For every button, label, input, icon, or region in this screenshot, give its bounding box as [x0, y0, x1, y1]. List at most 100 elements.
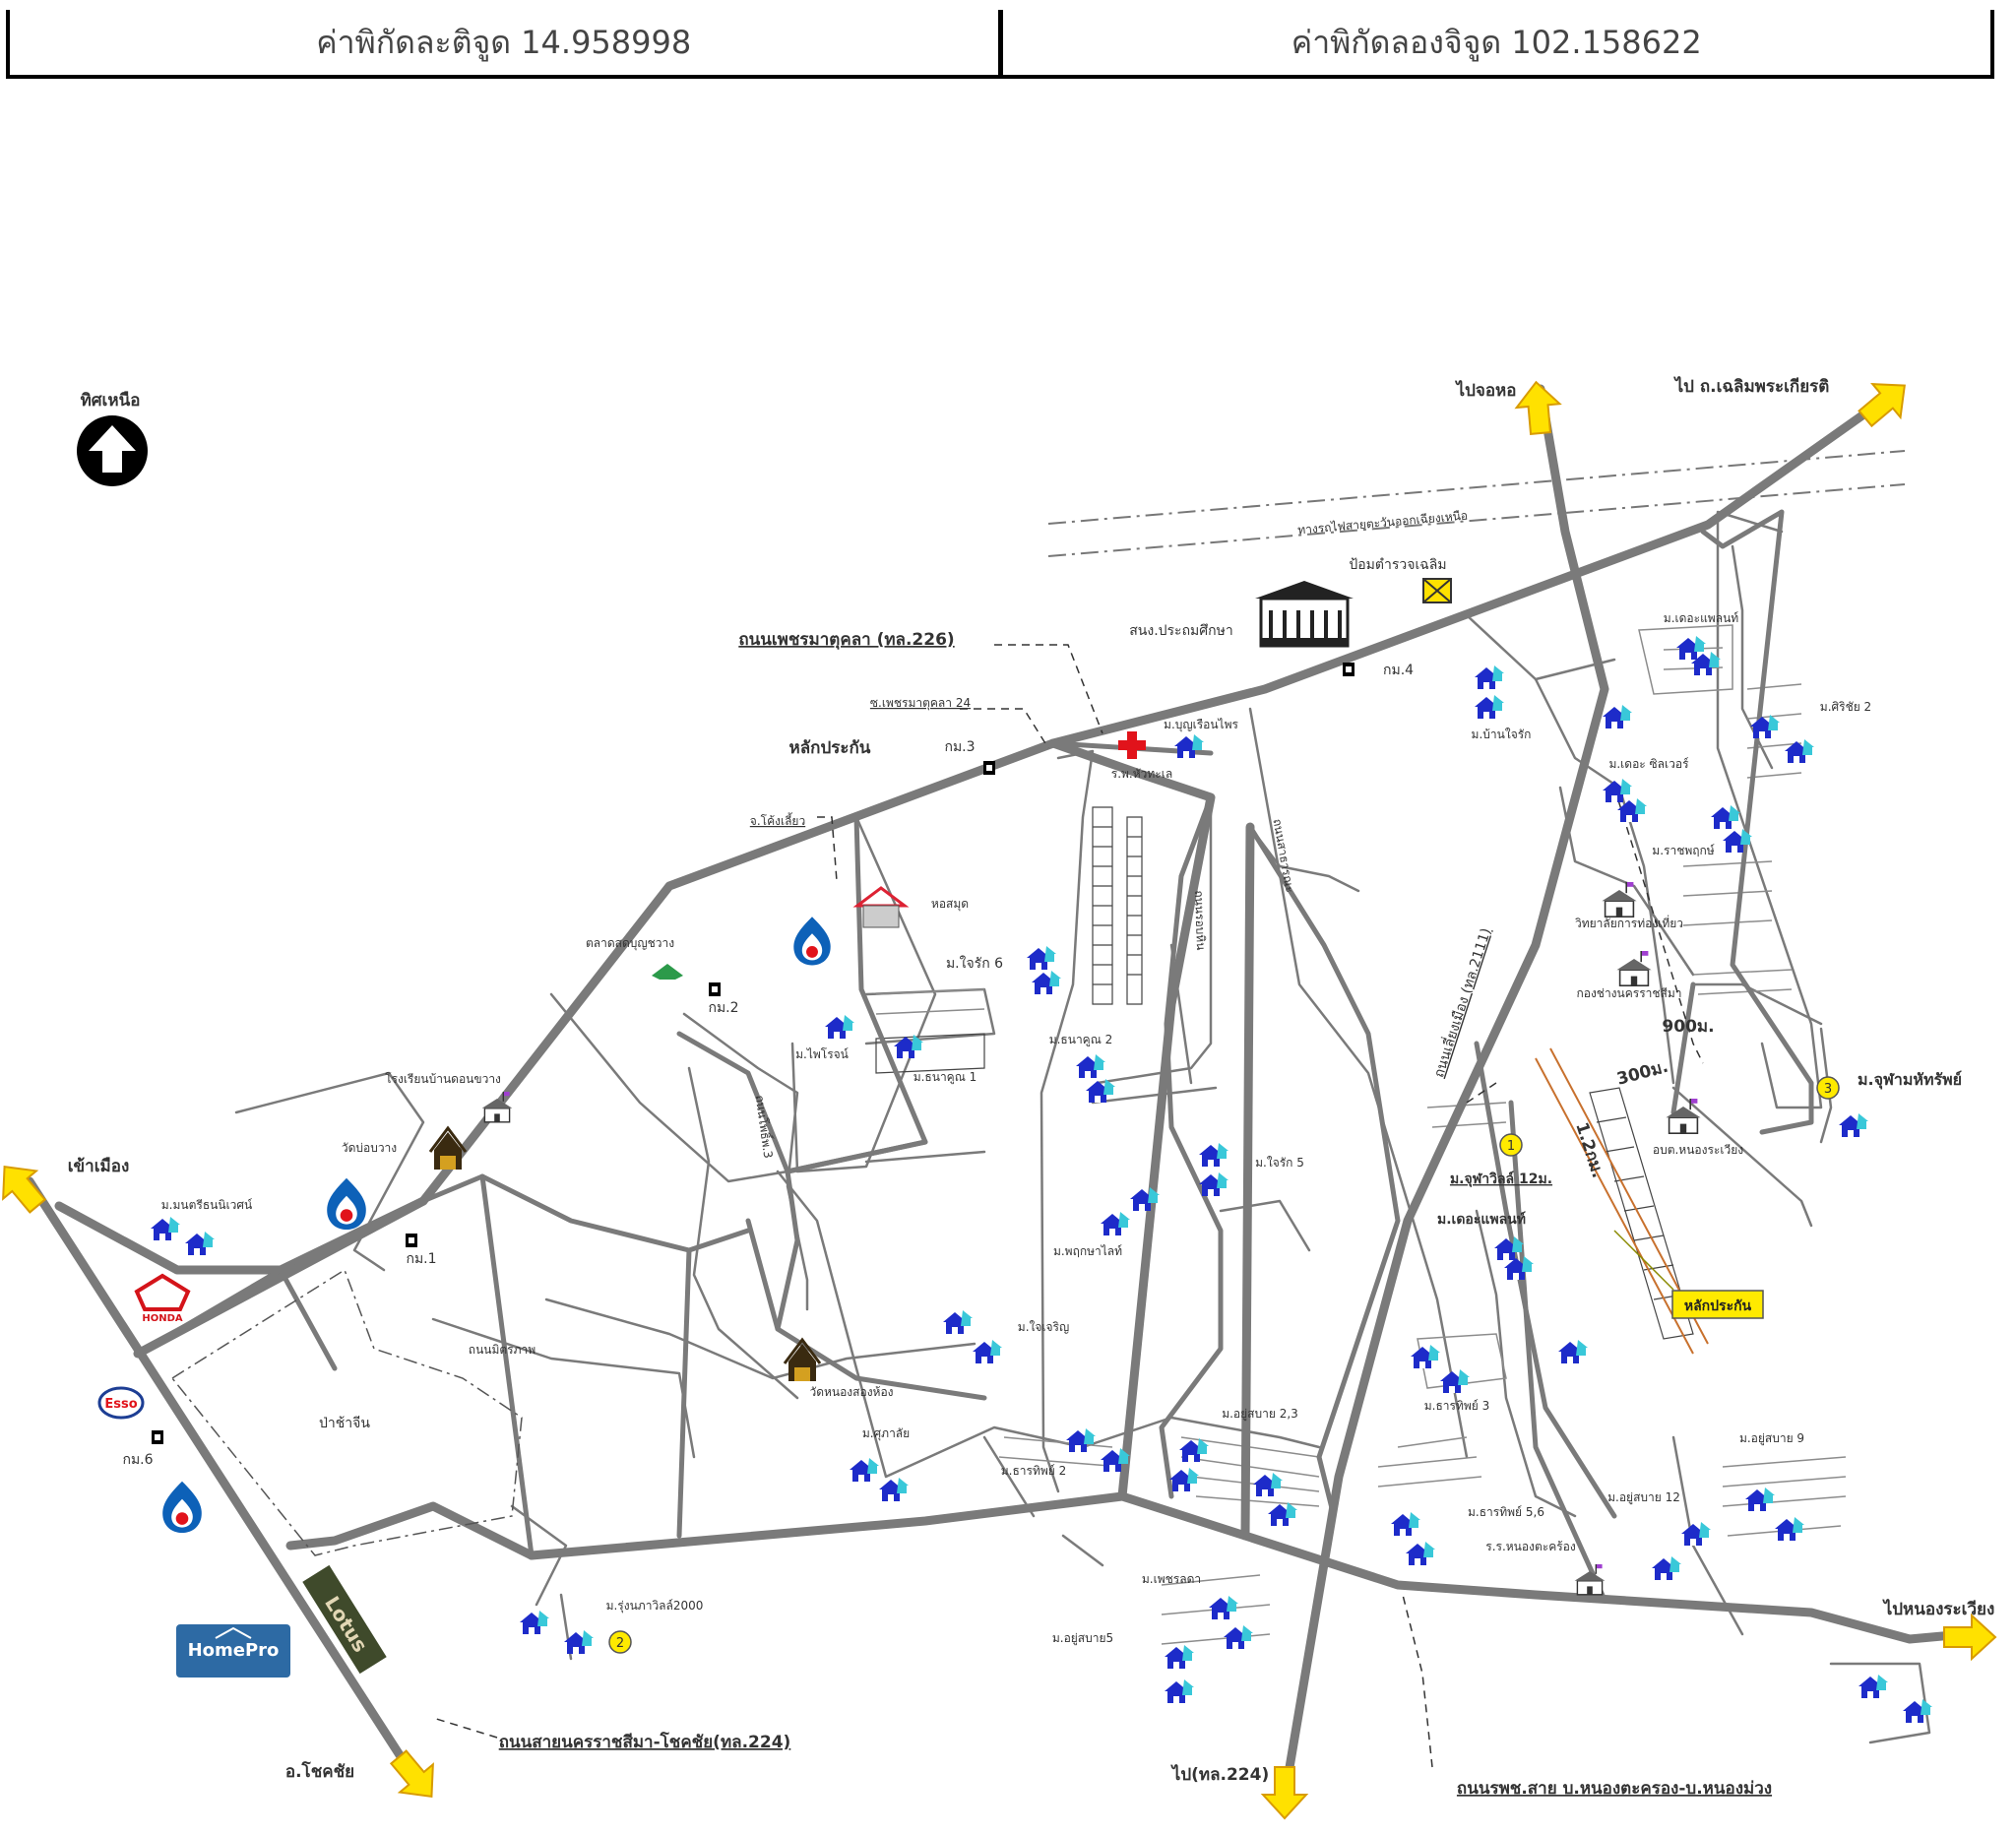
- school-office-icon: [1255, 581, 1354, 648]
- market-icon: [652, 964, 683, 980]
- police-box-label: ป้อมตำรวจเฉลิม: [1349, 557, 1446, 573]
- school-office-label: สนง.ประถมศึกษา: [1129, 623, 1233, 639]
- road-mittraphap-label: ถนนมิตรภาพ: [469, 1343, 536, 1357]
- svg-text:ม.จุฬาวิลล์ 12ม.: ม.จุฬาวิลล์ 12ม.: [1450, 1171, 1552, 1187]
- library-icon: [852, 886, 910, 928]
- project-pointer: [1613, 1230, 1674, 1291]
- latitude-label: ค่าพิกัดละติจูด 14.958998: [316, 23, 692, 61]
- svg-text:ม.เดอะแพลนท์: ม.เดอะแพลนท์: [1437, 1211, 1526, 1228]
- arrow-to-nong-rawiang-icon: [1943, 1614, 1996, 1660]
- honda-logo: HONDA: [134, 1273, 191, 1324]
- svg-text:ม.มนตรีธนนิเวศน์: ม.มนตรีธนนิเวศน์: [161, 1198, 253, 1212]
- to-chokchai-label: อ.โชคชัย: [285, 1761, 354, 1782]
- engineering-office-label: กองช่างนครราชสีมา: [1576, 986, 1681, 1000]
- project-marker: หลักประกัน: [1671, 1290, 1764, 1319]
- longitude-label: ค่าพิกัดลองจิจูด 102.158622: [997, 10, 1991, 75]
- market-label: ตลาดสดบุญชวาง: [586, 936, 674, 951]
- police-box-icon: [1422, 578, 1452, 603]
- svg-text:ม.ศิริชัย 2: ม.ศิริชัย 2: [1820, 700, 1871, 714]
- km4-post-icon: [1343, 663, 1354, 676]
- arrow-to-224-icon: [1262, 1766, 1307, 1819]
- arrow-to-chaloem-icon: [1850, 367, 1920, 436]
- svg-text:ม.ศุภาลัย: ม.ศุภาลัย: [862, 1426, 910, 1441]
- arrow-to-jok-hot-icon: [1513, 379, 1563, 436]
- temple-2-label: วัดบ่อบวาง: [342, 1141, 397, 1155]
- side-road-1-label: ถนนรอบหิน: [1192, 890, 1208, 951]
- north-label: ทิศเหนือ: [81, 390, 141, 411]
- km4-label: กม.4: [1383, 663, 1414, 678]
- svg-text:HomePro: HomePro: [188, 1640, 280, 1661]
- distance-900-label: 900ม.: [1662, 1017, 1714, 1037]
- marker-2-label: 2: [616, 1636, 624, 1651]
- marker-3-label: 3: [1824, 1082, 1832, 1097]
- callout-lines: [432, 644, 1704, 1768]
- svg-text:ม.ธนาคูณ 2: ม.ธนาคูณ 2: [1049, 1033, 1113, 1047]
- svg-text:ม.เพชรลดา: ม.เพชรลดา: [1142, 1572, 1201, 1586]
- library-label: หอสมุด: [931, 897, 969, 912]
- school-2-icon: [1665, 1098, 1702, 1134]
- svg-text:หลักประกัน: หลักประกัน: [1684, 1298, 1752, 1314]
- svg-text:ม.ไพโรจน์: ม.ไพโรจน์: [795, 1047, 849, 1061]
- forest-boundary: [170, 1268, 523, 1556]
- road-soi-24-label: ซ.เพชรมาตุคลา 24: [870, 696, 971, 711]
- svg-text:ม.ธารทิพย์ 5,6: ม.ธารทิพย์ 5,6: [1468, 1505, 1544, 1519]
- to-224-label: ไป(ทล.224): [1170, 1764, 1269, 1785]
- svg-text:ม.เดอะ ซิลเวอร์: ม.เดอะ ซิลเวอร์: [1608, 757, 1689, 771]
- engineering-office-icon: [1615, 950, 1653, 987]
- km2-post-icon: [709, 982, 721, 996]
- homepro-logo: HomePro: [176, 1624, 290, 1678]
- road-224-label: ถนนสายนครราชสีมา-โชคชัย(ทล.224): [499, 1732, 791, 1752]
- school-2-label: อบต.หนองระเวียง: [1653, 1143, 1743, 1157]
- to-nong-rawiang-label: ไปหนองระเวียง: [1882, 1599, 1995, 1619]
- svg-text:ม.จุฬามหัทรัพย์: ม.จุฬามหัทรัพย์: [1858, 1070, 1962, 1090]
- temple-1-label: วัดหนองสองห้อง: [809, 1385, 893, 1399]
- college-icon: [1601, 881, 1638, 918]
- svg-text:ม.ใจรัก 6: ม.ใจรัก 6: [946, 955, 1003, 972]
- to-city-label: เข้าเมือง: [68, 1156, 130, 1176]
- km1-post-icon: [406, 1234, 417, 1247]
- svg-text:ม.อยู่สบาย 9: ม.อยู่สบาย 9: [1739, 1431, 1804, 1446]
- km1-label: กม.1: [406, 1251, 436, 1267]
- svg-text:ม.ใจเจริญ: ม.ใจเจริญ: [1018, 1320, 1069, 1334]
- local-roads: [234, 510, 1931, 1744]
- village-labels: ม.เดอะแพลนท์ ม.ศิริชัย 2 ม.เดอะ ซิลเวอร์…: [161, 611, 1962, 1646]
- svg-text:ม.รุ่งนภาวิลล์2000: ม.รุ่งนภาวิลล์2000: [606, 1599, 704, 1614]
- ptt-station-3-icon: [162, 1481, 202, 1533]
- nong-sakae-school-label: ร.ร.หนองตะคร้อง: [1485, 1540, 1575, 1553]
- svg-text:Esso: Esso: [104, 1397, 137, 1412]
- soi-ban-label: จ.โค้งเลี้ยว: [750, 812, 805, 828]
- svg-text:ม.ใจรัก 5: ม.ใจรัก 5: [1255, 1156, 1304, 1170]
- km3-post-icon: [983, 761, 995, 775]
- forest-label: ป่าช้าจีน: [319, 1416, 370, 1431]
- km3-label: กม.3: [944, 739, 975, 755]
- ptt-station-1-icon: [793, 917, 831, 966]
- to-chaloem-label: ไป ถ.เฉลิมพระเกียรติ: [1673, 376, 1830, 397]
- railway-label: ทางรถไฟสายตะวันออกเฉียงเหนือ: [1297, 508, 1469, 537]
- hospital-icon: [1118, 731, 1146, 759]
- svg-text:ม.บ้านใจรัก: ม.บ้านใจรัก: [1472, 728, 1532, 741]
- svg-text:ม.เดอะแพลนท์: ม.เดอะแพลนท์: [1664, 611, 1738, 625]
- side-road-2-label: ถนนสาธารณะ: [1270, 818, 1296, 894]
- village-lots: [875, 806, 1694, 1340]
- road-phetmatukla-label: ถนนเพชรมาตุคลา (ทล.226): [738, 630, 954, 650]
- post-label: หลักประกัน: [789, 738, 871, 758]
- hospital-label: ร.พ.หัวทะเล: [1111, 767, 1172, 781]
- km2-label: กม.2: [708, 1000, 738, 1016]
- distance-300-label: 300ม.: [1614, 1057, 1670, 1090]
- svg-text:ม.อยู่สบาย 2,3: ม.อยู่สบาย 2,3: [1222, 1407, 1298, 1422]
- railway: [1047, 450, 1906, 557]
- college-label: วิทยาลัยการท่องเที่ยว: [1575, 915, 1683, 930]
- svg-text:ม.ธนาคูณ 1: ม.ธนาคูณ 1: [914, 1070, 977, 1085]
- school-1-label: โรงเรียนบ้านดอนขวาง: [385, 1072, 501, 1086]
- temple-2-icon: [428, 1126, 468, 1171]
- svg-text:ม.ราชพฤกษ์: ม.ราชพฤกษ์: [1652, 844, 1715, 857]
- km6-label: กม.6: [122, 1452, 153, 1468]
- distance-12-label: 1.2กม.: [1571, 1120, 1607, 1180]
- marker-1-label: 1: [1507, 1139, 1515, 1154]
- arrow-to-chokchai-icon: [381, 1741, 450, 1811]
- to-jok-hot-label: ไปจอหอ: [1455, 380, 1517, 401]
- svg-text:ม.พฤกษาไลท์: ม.พฤกษาไลท์: [1053, 1244, 1122, 1258]
- north-arrow-icon: [77, 415, 148, 486]
- svg-text:ม.ธารทิพย์ 3: ม.ธารทิพย์ 3: [1424, 1399, 1490, 1413]
